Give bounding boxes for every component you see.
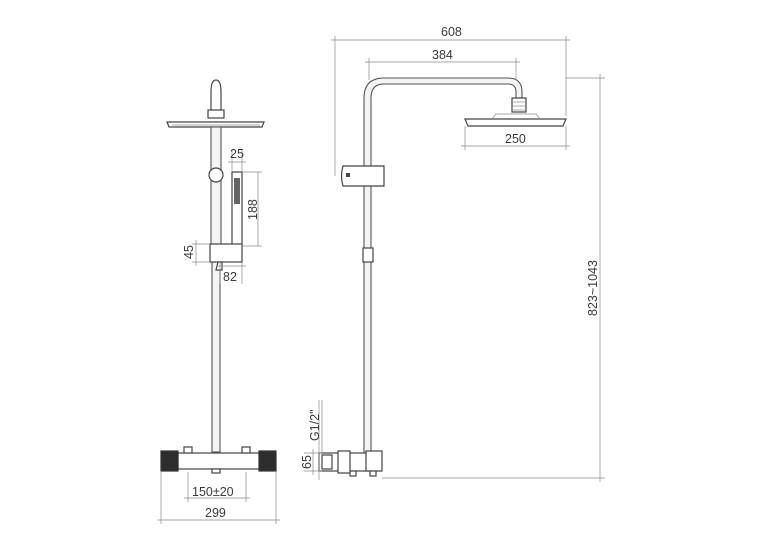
side-gooseneck (210, 79, 222, 117)
dim-inlet-thread: G1/2" (308, 409, 322, 441)
side-mixer-outlet (211, 468, 221, 474)
dim-height-range: 823~1043 (586, 260, 600, 316)
front-mixer-foot-2 (369, 470, 377, 477)
dim-holder-depth: 82 (223, 270, 237, 284)
side-mixer-left-knob (160, 450, 179, 472)
front-mixer-cap (365, 450, 383, 472)
side-mixer-body (177, 452, 263, 470)
front-view: 608 384 250 823~1043 G1/2" 65 (300, 25, 605, 482)
side-mixer-right-eccentric (241, 446, 251, 454)
side-view: 25 188 45 82 150±20 299 (157, 79, 280, 524)
front-mixer-foot (349, 470, 357, 477)
dim-handshower-width: 25 (230, 147, 244, 161)
front-mixer-inlet (321, 454, 333, 470)
side-shower-head (166, 121, 265, 128)
side-hand-shower-nozzles (234, 178, 240, 204)
side-slider-knob (208, 167, 224, 183)
front-riser-pipe (363, 77, 523, 455)
dim-mixer-width: 299 (205, 506, 226, 520)
dim-inlet-offset: 65 (300, 455, 314, 469)
side-holder (209, 243, 243, 263)
front-pipe-joint (362, 247, 374, 263)
dim-head-diameter: 250 (505, 132, 526, 146)
side-head-connector (207, 109, 225, 119)
side-lower-pipe (211, 261, 221, 453)
front-slider (340, 165, 385, 187)
dim-holder-height: 45 (182, 245, 196, 259)
front-arm-nut (511, 97, 527, 113)
front-mixer-knob (337, 450, 351, 474)
dim-handshower-length: 188 (246, 199, 260, 220)
dim-center-distance: 150±20 (192, 485, 234, 499)
dim-overall-reach: 608 (441, 25, 462, 39)
front-slider-mark (346, 173, 350, 177)
side-mixer-right-knob (258, 450, 277, 472)
side-mixer-left-eccentric (183, 446, 193, 454)
dim-arm-length: 384 (432, 48, 453, 62)
front-shower-head (464, 118, 567, 127)
side-upper-pipe (210, 126, 222, 248)
